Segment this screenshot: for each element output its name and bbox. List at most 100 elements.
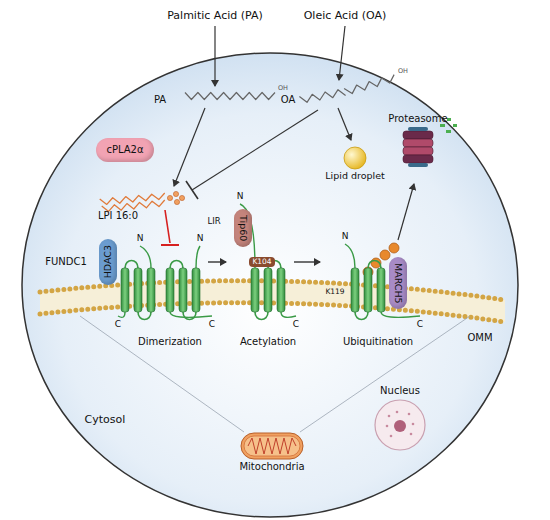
compound-name: Oleic Acid (OA) — [304, 10, 387, 23]
lpi-head — [173, 191, 178, 196]
c-tail — [281, 312, 296, 317]
transmembrane-helix — [251, 268, 259, 312]
terminus-label: N — [342, 231, 349, 241]
lpi-chain — [102, 200, 165, 211]
organelle: Lipid droplet — [325, 146, 384, 183]
transmembrane-helix — [134, 268, 142, 312]
chromatin — [388, 414, 391, 417]
loop — [138, 312, 151, 320]
protein-blob: Tip60 — [234, 209, 253, 247]
membrane-band — [40, 281, 505, 322]
protein-blob: cPLA2α — [96, 138, 153, 162]
loop — [183, 312, 196, 320]
c-tail — [381, 312, 420, 317]
transmembrane-helix — [147, 268, 155, 312]
residue-label: K119 — [324, 288, 345, 297]
chromatin — [396, 410, 399, 413]
step-label: Ubiquitination — [343, 336, 413, 348]
chromatin — [410, 432, 413, 435]
step-arrow — [294, 261, 320, 262]
protein-name: MARCH5 — [393, 263, 404, 304]
organelle: Nucleus — [373, 384, 427, 452]
transmembrane-helix — [179, 268, 187, 312]
lpi-arrow — [174, 108, 205, 186]
compound-name: Palmitic Acid (PA) — [167, 10, 263, 23]
terminus-label: C — [209, 319, 215, 329]
oa-inhibition-line — [192, 110, 318, 190]
proteasome-icon — [400, 126, 436, 168]
organelle-name: Lipid droplet — [325, 171, 384, 182]
proteasome-ring — [403, 131, 433, 139]
mito-inner — [244, 436, 300, 456]
lipid-droplet-icon — [343, 146, 367, 170]
lpi-head — [174, 199, 179, 204]
residue-label: K104 — [249, 257, 274, 268]
terminus-label: C — [417, 319, 423, 329]
terminus-label: N — [237, 191, 244, 201]
c-tail — [170, 312, 212, 317]
droplet-sphere — [344, 147, 366, 169]
transmembrane-helix — [121, 268, 129, 312]
nuclear-envelope — [375, 400, 425, 450]
proteasome-cap — [408, 127, 428, 131]
membrane-heads-inner — [40, 303, 505, 322]
terminus-label: C — [293, 319, 299, 329]
droplet-arrow — [338, 108, 351, 140]
protein-blob: HDAC3 — [99, 239, 118, 284]
ubiquitin — [380, 250, 390, 260]
transmembrane-helix — [277, 268, 285, 312]
membrane-label: OMM — [467, 332, 492, 344]
fundc1-proteins — [118, 204, 420, 320]
loop — [255, 312, 268, 320]
palmitic-acid-chain — [185, 93, 275, 100]
loop — [368, 261, 381, 269]
protein-blob: MARCH5 — [389, 257, 408, 310]
chemical-group: OH — [278, 85, 288, 92]
lpi-inhibition-line — [165, 210, 170, 243]
transmembrane-helix — [192, 268, 200, 312]
transmembrane-helix — [377, 268, 385, 312]
terminus-label: N — [137, 233, 144, 243]
mito-outer — [241, 433, 303, 459]
oleic-acid-chain — [299, 90, 345, 103]
terminus-label: N — [197, 233, 204, 243]
protein-name: FUNDC1 — [45, 256, 87, 268]
organelle-name: Nucleus — [380, 385, 420, 397]
c-tail — [118, 312, 125, 317]
degradation-arrow — [398, 184, 414, 240]
proteasome-ring — [403, 155, 433, 163]
proteasome-cap — [408, 163, 428, 167]
n-tail — [140, 246, 151, 268]
step-label: Acetylation — [240, 336, 296, 348]
transmembrane-helix — [264, 268, 272, 312]
peptide-fragment — [446, 130, 451, 133]
nucleus-icon — [373, 398, 427, 452]
pa-arrow — [214, 26, 215, 86]
peptide-fragment — [440, 124, 445, 127]
chromatin — [386, 424, 389, 427]
organelle: Mitochondria — [239, 432, 304, 474]
ubiquitin — [389, 243, 399, 253]
lpi-inhibition-bar — [161, 244, 179, 246]
proteasome-ring — [403, 139, 433, 147]
transmembrane-helix — [166, 268, 174, 312]
step-label: Dimerization — [138, 336, 202, 348]
loop — [170, 261, 183, 269]
terminus-label: C — [115, 319, 121, 329]
lipid-name: LPI 16:0 — [98, 210, 138, 222]
oa-arrow — [339, 26, 345, 80]
chromatin — [412, 422, 415, 425]
cristae — [248, 438, 296, 454]
n-tail — [196, 246, 200, 268]
transmembrane-helix — [351, 268, 359, 312]
protein-name: cPLA2α — [106, 144, 143, 156]
nucleolus — [394, 420, 406, 432]
lpi-head — [179, 195, 184, 200]
loop — [125, 261, 138, 269]
chemical-group: OH — [398, 68, 408, 75]
lpi-head — [167, 195, 172, 200]
organelle-name: Mitochondria — [239, 461, 304, 473]
organelle-name: Proteasome — [388, 113, 447, 125]
cell: CytosolcPLA2αLipid dropletHDAC3Tip60MARC… — [22, 53, 518, 517]
n-tail — [345, 244, 355, 268]
